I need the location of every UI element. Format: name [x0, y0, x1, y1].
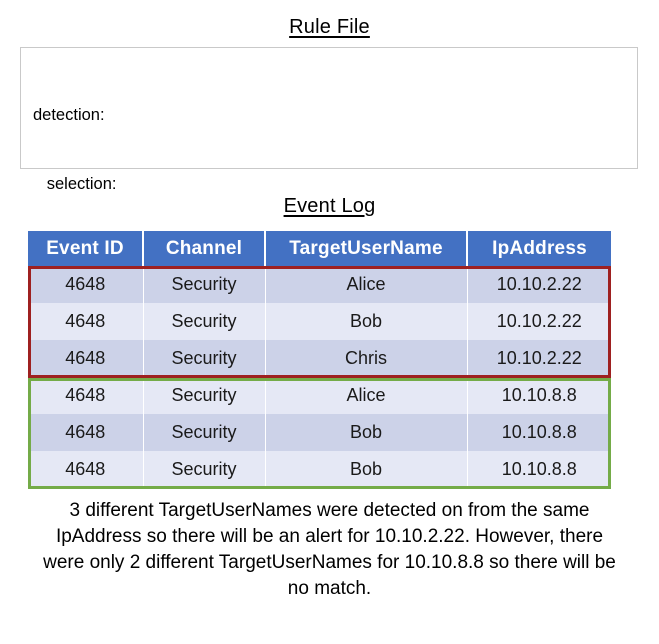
- column-header-channel: Channel: [143, 231, 266, 266]
- cell-ip-address: 10.10.2.22: [467, 340, 611, 377]
- column-header-target-user-name: TargetUserName: [265, 231, 468, 266]
- rule-line-detection: detection:: [33, 106, 105, 124]
- cell-target-user-name: Chris: [265, 340, 468, 377]
- cell-ip-address: 10.10.2.22: [467, 266, 611, 303]
- cell-event-id: 4648: [28, 451, 144, 488]
- cell-event-id: 4648: [28, 266, 144, 303]
- cell-event-id: 4648: [28, 340, 144, 377]
- table-row: 4648 Security Bob 10.10.8.8: [28, 414, 611, 451]
- cell-target-user-name: Alice: [265, 377, 468, 414]
- event-log-title: Event Log: [0, 194, 659, 218]
- table-row: 4648 Security Alice 10.10.8.8: [28, 377, 611, 414]
- rule-file-title: Rule File: [0, 15, 659, 39]
- event-log-title-text: Event Log: [283, 195, 376, 217]
- rule-line-selection: selection:: [33, 175, 117, 193]
- table-header-row: Event ID Channel TargetUserName IpAddres…: [28, 231, 611, 266]
- cell-channel: Security: [143, 377, 266, 414]
- cell-ip-address: 10.10.2.22: [467, 303, 611, 340]
- cell-channel: Security: [143, 340, 266, 377]
- explanation-caption: 3 different TargetUserNames were detecte…: [43, 500, 616, 599]
- cell-channel: Security: [143, 303, 266, 340]
- cell-target-user-name: Bob: [265, 414, 468, 451]
- cell-event-id: 4648: [28, 377, 144, 414]
- rule-file-title-text: Rule File: [289, 16, 370, 38]
- cell-target-user-name: Bob: [265, 303, 468, 340]
- table-row: 4648 Security Bob 10.10.2.22: [28, 303, 611, 340]
- cell-channel: Security: [143, 266, 266, 303]
- cell-event-id: 4648: [28, 414, 144, 451]
- table-row: 4648 Security Alice 10.10.2.22: [28, 266, 611, 303]
- column-header-event-id: Event ID: [28, 231, 144, 266]
- cell-ip-address: 10.10.8.8: [467, 377, 611, 414]
- event-log-table: Event ID Channel TargetUserName IpAddres…: [28, 231, 611, 488]
- cell-channel: Security: [143, 414, 266, 451]
- table-row: 4648 Security Bob 10.10.8.8: [28, 451, 611, 488]
- table-row: 4648 Security Chris 10.10.2.22: [28, 340, 611, 377]
- column-header-ip-address: IpAddress: [467, 231, 611, 266]
- cell-ip-address: 10.10.8.8: [467, 414, 611, 451]
- cell-ip-address: 10.10.8.8: [467, 451, 611, 488]
- cell-target-user-name: Bob: [265, 451, 468, 488]
- cell-event-id: 4648: [28, 303, 144, 340]
- cell-target-user-name: Alice: [265, 266, 468, 303]
- event-log-table-wrapper: Event ID Channel TargetUserName IpAddres…: [28, 231, 611, 488]
- cell-channel: Security: [143, 451, 266, 488]
